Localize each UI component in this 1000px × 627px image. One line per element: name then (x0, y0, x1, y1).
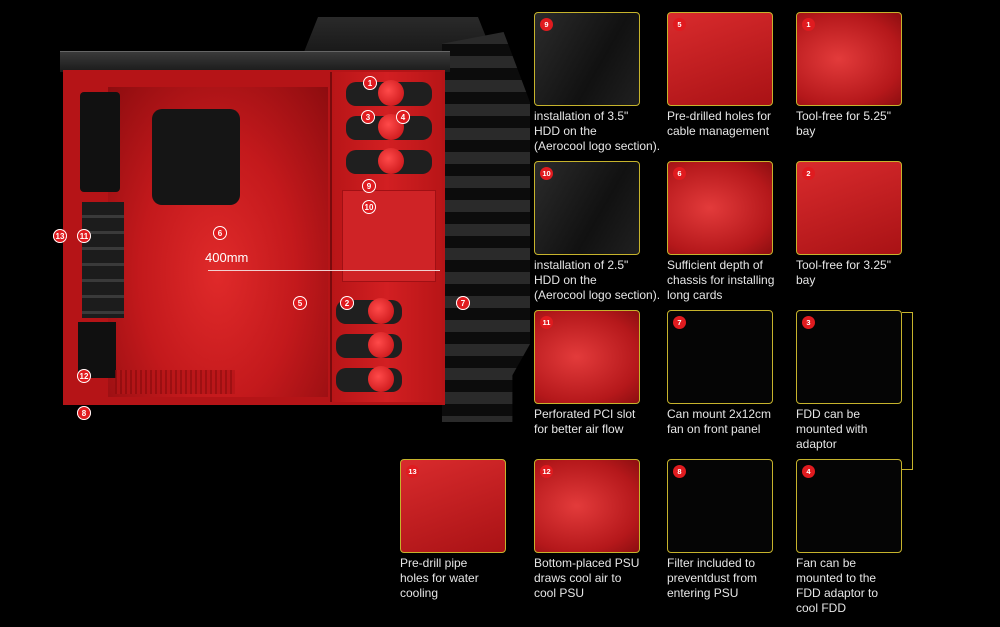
callout-badge-3: 3 (361, 110, 375, 124)
fdd-group-bracket (902, 312, 913, 470)
feature-badge: 7 (673, 316, 686, 329)
feature-caption: FDD can be mounted with adaptor (796, 407, 868, 451)
feature-caption: Perforated PCI slot for better air flow (534, 407, 636, 436)
callout-badge-7: 7 (456, 296, 470, 310)
dimension-label: 400mm (205, 250, 249, 265)
feature-caption: Tool-free for 5.25" bay (796, 109, 891, 138)
front-bezel (442, 32, 530, 422)
cpu-cutout (152, 109, 240, 205)
feature-badge: 1 (802, 18, 815, 31)
feature-caption: Can mount 2x12cm fan on front panel (667, 407, 772, 436)
feature-caption: Tool-free for 3.25" bay (796, 258, 891, 287)
feature-caption: Pre-drill pipe holes for water cooling (400, 556, 479, 600)
callout-badge-2: 2 (340, 296, 354, 310)
callout-badge-13: 13 (53, 229, 67, 243)
feature-caption: Fan can be mounted to the FDD adaptor to… (796, 556, 879, 615)
feature-caption: Bottom-placed PSU draws cool air to cool… (534, 556, 640, 600)
floor-vent (115, 370, 235, 394)
feature-caption: Sufficient depth of chassis for installi… (667, 258, 775, 302)
feature-badge: 4 (802, 465, 815, 478)
callout-badge-10: 10 (362, 200, 376, 214)
feature-badge: 13 (406, 465, 419, 478)
rear-fan (80, 92, 120, 192)
feature-badge: 12 (540, 465, 553, 478)
feature-caption: Filter included to preventdust from ente… (667, 556, 758, 600)
feature-tile-12: 12 (534, 459, 640, 553)
feature-caption: installation of 3.5" HDD on the (Aerocoo… (534, 109, 661, 153)
callout-badge-8: 8 (77, 406, 91, 420)
feature-badge: 5 (673, 18, 686, 31)
feature-tile-13: 13 (400, 459, 506, 553)
drive-latch-6 (336, 366, 402, 392)
callout-badge-5: 5 (293, 296, 307, 310)
drive-latch-2 (346, 114, 432, 140)
feature-tile-10: 10 (534, 161, 640, 255)
feature-tile-3: 3 (796, 310, 902, 404)
feature-tile-8: 8 (667, 459, 773, 553)
callout-badge-12: 12 (77, 369, 91, 383)
drive-latch-1 (346, 80, 432, 106)
top-io-rail (60, 51, 450, 72)
drive-latch-5 (336, 332, 402, 358)
feature-badge: 11 (540, 316, 553, 329)
feature-badge: 3 (802, 316, 815, 329)
feature-caption: installation of 2.5" HDD on the (Aerocoo… (534, 258, 661, 302)
psu-bay (78, 322, 116, 378)
drive-latch-3 (346, 148, 432, 174)
callout-badge-11: 11 (77, 229, 91, 243)
feature-badge: 9 (540, 18, 553, 31)
feature-tile-11: 11 (534, 310, 640, 404)
pci-slots (82, 202, 124, 318)
dimension-line (208, 270, 440, 271)
feature-tile-9: 9 (534, 12, 640, 106)
feature-caption: Pre-drilled holes for cable management (667, 109, 772, 138)
callout-badge-6: 6 (213, 226, 227, 240)
feature-badge: 8 (673, 465, 686, 478)
feature-badge: 6 (673, 167, 686, 180)
feature-tile-7: 7 (667, 310, 773, 404)
callout-badge-4: 4 (396, 110, 410, 124)
chassis-illustration: 400mm (60, 12, 530, 422)
feature-tile-4: 4 (796, 459, 902, 553)
callout-badge-1: 1 (363, 76, 377, 90)
feature-tile-1: 1 (796, 12, 902, 106)
feature-badge: 10 (540, 167, 553, 180)
feature-tile-5: 5 (667, 12, 773, 106)
feature-tile-2: 2 (796, 161, 902, 255)
callout-badge-9: 9 (362, 179, 376, 193)
feature-tile-6: 6 (667, 161, 773, 255)
feature-badge: 2 (802, 167, 815, 180)
hdd-logo-panel (342, 190, 436, 282)
